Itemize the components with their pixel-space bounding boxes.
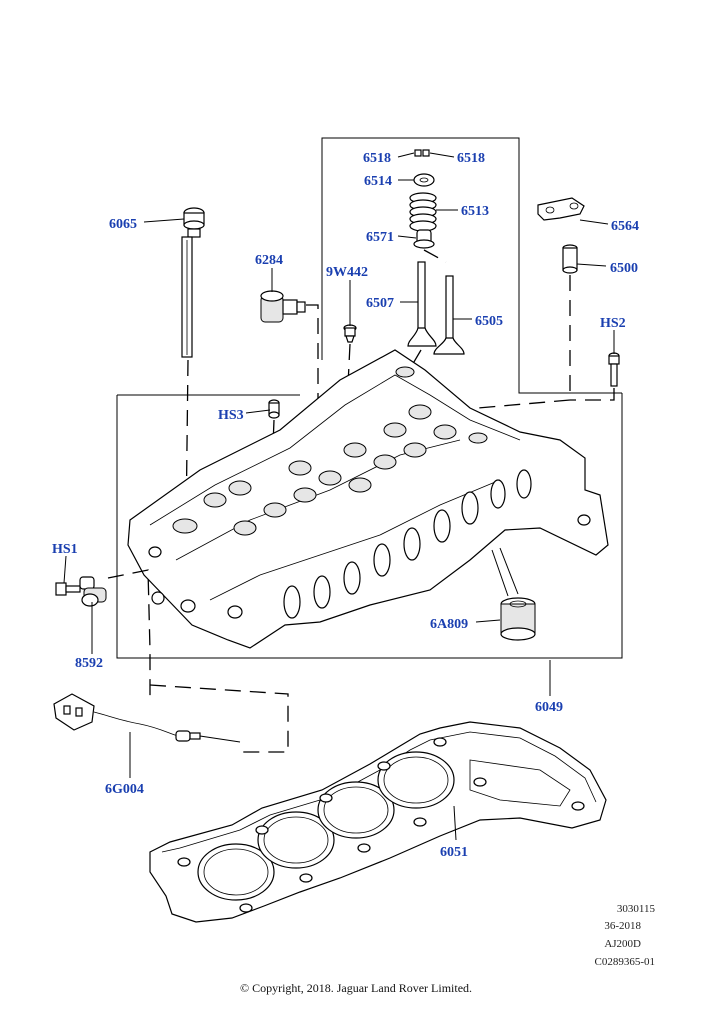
leader-lines [63, 152, 615, 841]
cylinder-head-frame [116, 393, 623, 659]
hs1-bolt-part [55, 582, 81, 596]
valve-pockets [172, 366, 488, 536]
intake-ports [283, 469, 532, 619]
callout-labels: 6518 6518 6514 6513 6571 6507 6505 6564 … [52, 151, 639, 860]
callout-6507[interactable]: 6507 [366, 296, 394, 311]
cylinder-head-part [127, 349, 609, 649]
exhaust-valve-part [433, 275, 465, 355]
hs3-plug-part [268, 399, 280, 419]
valve-keepers-part [414, 149, 430, 157]
valve-group-frame [321, 137, 622, 394]
spring-seat-part [413, 229, 435, 249]
valve-seal-part [343, 324, 357, 343]
sensor-8592-part [79, 576, 107, 607]
reference-block: 3030115 36-2018 AJ200D C0289365-01 [595, 903, 656, 968]
callout-6513[interactable]: 6513 [461, 204, 489, 219]
head-bolt-part [181, 207, 205, 358]
intake-valve-part [407, 261, 437, 347]
reference-line-1: 3030115 [617, 903, 656, 915]
callout-HS1[interactable]: HS1 [52, 542, 78, 557]
callout-6564[interactable]: 6564 [611, 219, 639, 234]
sensor-plug-part [260, 290, 306, 323]
lash-adjuster-part [562, 244, 578, 274]
head-gasket-part [149, 721, 607, 923]
reference-line-3: AJ200D [604, 938, 641, 950]
reference-line-4: C0289365-01 [595, 956, 656, 968]
callout-6500[interactable]: 6500 [610, 261, 638, 276]
spring-retainer-part [413, 173, 435, 187]
callout-HS3[interactable]: HS3 [218, 408, 244, 423]
callout-6284[interactable]: 6284 [255, 253, 283, 268]
callout-6505[interactable]: 6505 [475, 314, 503, 329]
tappet-part [500, 597, 536, 641]
callout-6518-left[interactable]: 6518 [363, 151, 391, 166]
callout-6A809[interactable]: 6A809 [430, 617, 468, 632]
temperature-sensor-part [53, 693, 241, 743]
reference-line-2: 36-2018 [604, 920, 641, 932]
copyright-notice: © Copyright, 2018. Jaguar Land Rover Lim… [240, 981, 472, 995]
front-face [148, 514, 591, 619]
callout-8592[interactable]: 8592 [75, 656, 103, 671]
valve-spring-part [409, 192, 437, 232]
callout-6065[interactable]: 6065 [109, 217, 137, 232]
callout-HS2[interactable]: HS2 [600, 316, 626, 331]
callout-6571[interactable]: 6571 [366, 230, 394, 245]
callout-6051[interactable]: 6051 [440, 845, 468, 860]
hs2-bolt-part [608, 352, 620, 387]
callout-6049[interactable]: 6049 [535, 700, 563, 715]
callout-6G004[interactable]: 6G004 [105, 782, 144, 797]
callout-9W442[interactable]: 9W442 [326, 265, 368, 280]
callout-6514[interactable]: 6514 [364, 174, 392, 189]
rocker-arm-part [537, 197, 585, 221]
callout-6518-right[interactable]: 6518 [457, 151, 485, 166]
